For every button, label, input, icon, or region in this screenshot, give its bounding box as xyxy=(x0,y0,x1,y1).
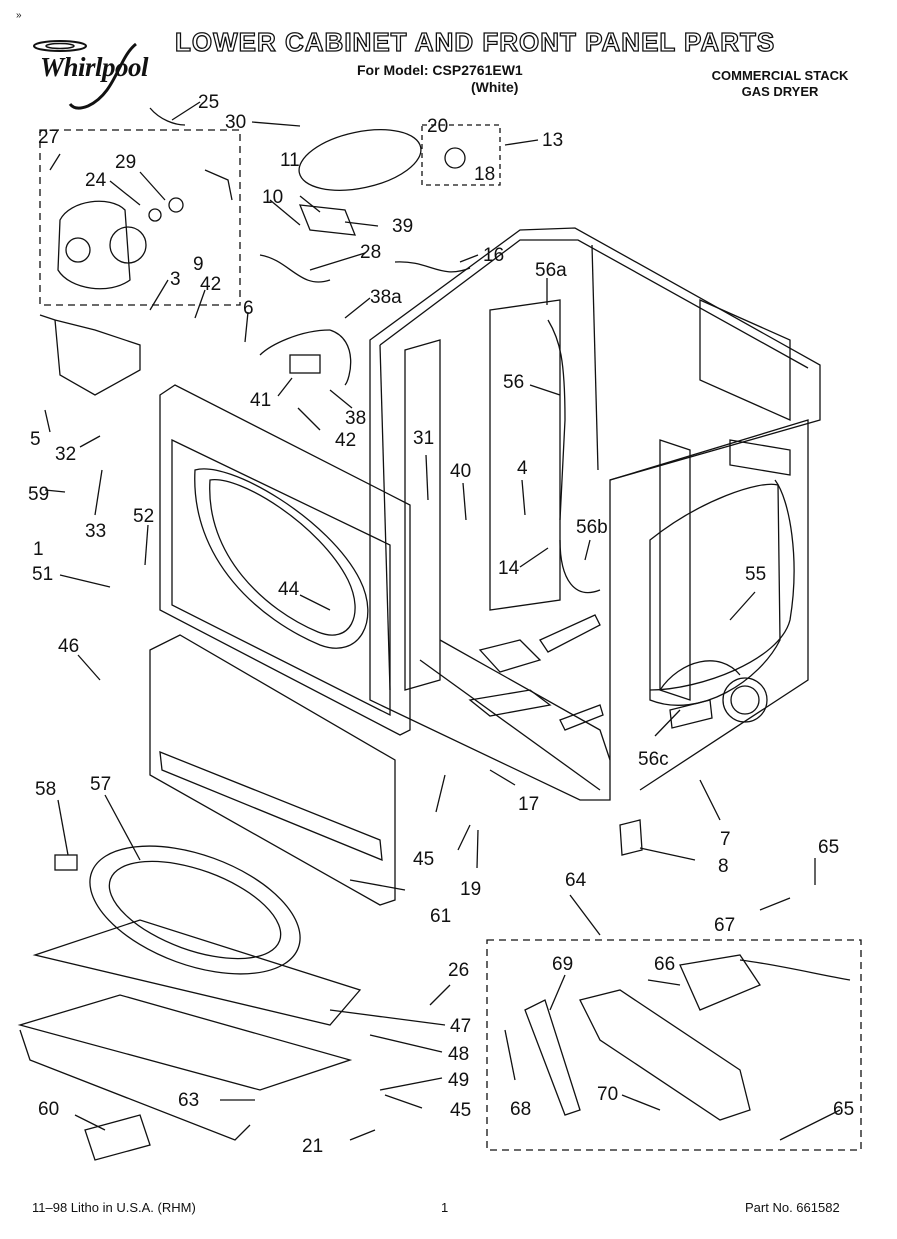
callout-64: 64 xyxy=(565,870,587,891)
motor-drawing xyxy=(39,129,241,306)
callout-20: 20 xyxy=(427,116,448,137)
callout-49: 49 xyxy=(448,1070,469,1091)
callout-66: 66 xyxy=(654,954,675,975)
callout-38a: 38a xyxy=(370,287,402,308)
callout-45b: 45 xyxy=(450,1100,471,1121)
callout-21: 21 xyxy=(302,1136,323,1157)
corner-mark: » xyxy=(16,10,22,21)
callout-46: 46 xyxy=(58,636,79,657)
callout-18: 18 xyxy=(474,164,495,185)
callout-65b: 65 xyxy=(833,1099,854,1120)
callout-61: 61 xyxy=(430,906,451,927)
page-title: LOWER CABINET AND FRONT PANEL PARTS xyxy=(174,26,776,57)
callout-58: 58 xyxy=(35,779,56,800)
callout-32: 32 xyxy=(55,444,76,465)
drum-seal-drawing xyxy=(89,845,301,975)
callout-69: 69 xyxy=(552,954,573,975)
footer-page-number: 1 xyxy=(441,1200,449,1215)
callout-42b: 42 xyxy=(335,430,356,451)
callout-63: 63 xyxy=(178,1090,199,1111)
callout-68: 68 xyxy=(510,1099,531,1120)
model-number: For Model: CSP2761EW1 xyxy=(357,62,523,78)
callout-16: 16 xyxy=(483,245,504,266)
callout-25: 25 xyxy=(198,92,219,113)
callout-44: 44 xyxy=(278,579,300,600)
callout-48: 48 xyxy=(448,1044,469,1065)
callout-17: 17 xyxy=(518,794,539,815)
whirlpool-logo xyxy=(18,38,183,118)
footer-litho: 11–98 Litho in U.S.A. (RHM) xyxy=(32,1200,196,1215)
callout-56c: 56c xyxy=(638,749,669,770)
burner-assembly-box xyxy=(486,939,862,1151)
callout-56a: 56a xyxy=(535,260,567,281)
callout-70: 70 xyxy=(597,1084,618,1105)
callout-57: 57 xyxy=(90,774,111,795)
model-color: (White) xyxy=(471,79,519,95)
callout-56b: 56b xyxy=(576,517,608,538)
callout-52: 52 xyxy=(133,506,154,527)
brand-name: Whirlpool xyxy=(40,52,149,82)
callout-6: 6 xyxy=(243,298,254,319)
callout-4: 4 xyxy=(517,458,528,479)
callout-56: 56 xyxy=(503,372,524,393)
callout-60: 60 xyxy=(38,1099,59,1120)
callout-7: 7 xyxy=(720,829,731,850)
callout-42a: 42 xyxy=(200,274,221,295)
callout-33: 33 xyxy=(85,521,106,542)
callout-1: 1 xyxy=(33,539,44,560)
callout-31: 31 xyxy=(413,428,434,449)
appliance-subtype: GAS DRYER xyxy=(741,84,819,99)
whirlpool-swirl-icon xyxy=(33,40,137,110)
callout-47: 47 xyxy=(450,1016,471,1037)
callout-45a: 45 xyxy=(413,849,434,870)
callout-24: 24 xyxy=(85,170,107,191)
callout-14: 14 xyxy=(498,558,520,579)
toe-panel-drawing xyxy=(149,634,396,906)
callout-65a: 65 xyxy=(818,837,839,858)
callout-40: 40 xyxy=(450,461,471,482)
callout-38: 38 xyxy=(345,408,366,429)
cabinet-drawing xyxy=(369,227,821,801)
front-panel-drawing xyxy=(159,384,411,736)
callout-27: 27 xyxy=(38,127,59,148)
callout-55: 55 xyxy=(745,564,766,585)
callout-11: 11 xyxy=(280,150,300,171)
belt-drawing xyxy=(298,129,422,191)
callout-28: 28 xyxy=(360,242,381,263)
callout-19: 19 xyxy=(460,879,481,900)
callout-5: 5 xyxy=(30,429,41,450)
appliance-type: COMMERCIAL STACK xyxy=(711,68,849,83)
callout-30: 30 xyxy=(225,112,246,133)
callout-41: 41 xyxy=(250,390,271,411)
callout-59: 59 xyxy=(28,484,49,505)
footer-part-number: Part No. 661582 xyxy=(745,1200,840,1215)
callout-29: 29 xyxy=(115,152,136,173)
callout-3: 3 xyxy=(170,269,181,290)
callout-9: 9 xyxy=(193,254,204,275)
callout-51: 51 xyxy=(32,564,53,585)
callout-13: 13 xyxy=(542,130,563,151)
callout-39: 39 xyxy=(392,216,413,237)
callout-26: 26 xyxy=(448,960,469,981)
callout-67: 67 xyxy=(714,915,735,936)
callout-10: 10 xyxy=(262,187,283,208)
callout-8: 8 xyxy=(718,856,729,877)
